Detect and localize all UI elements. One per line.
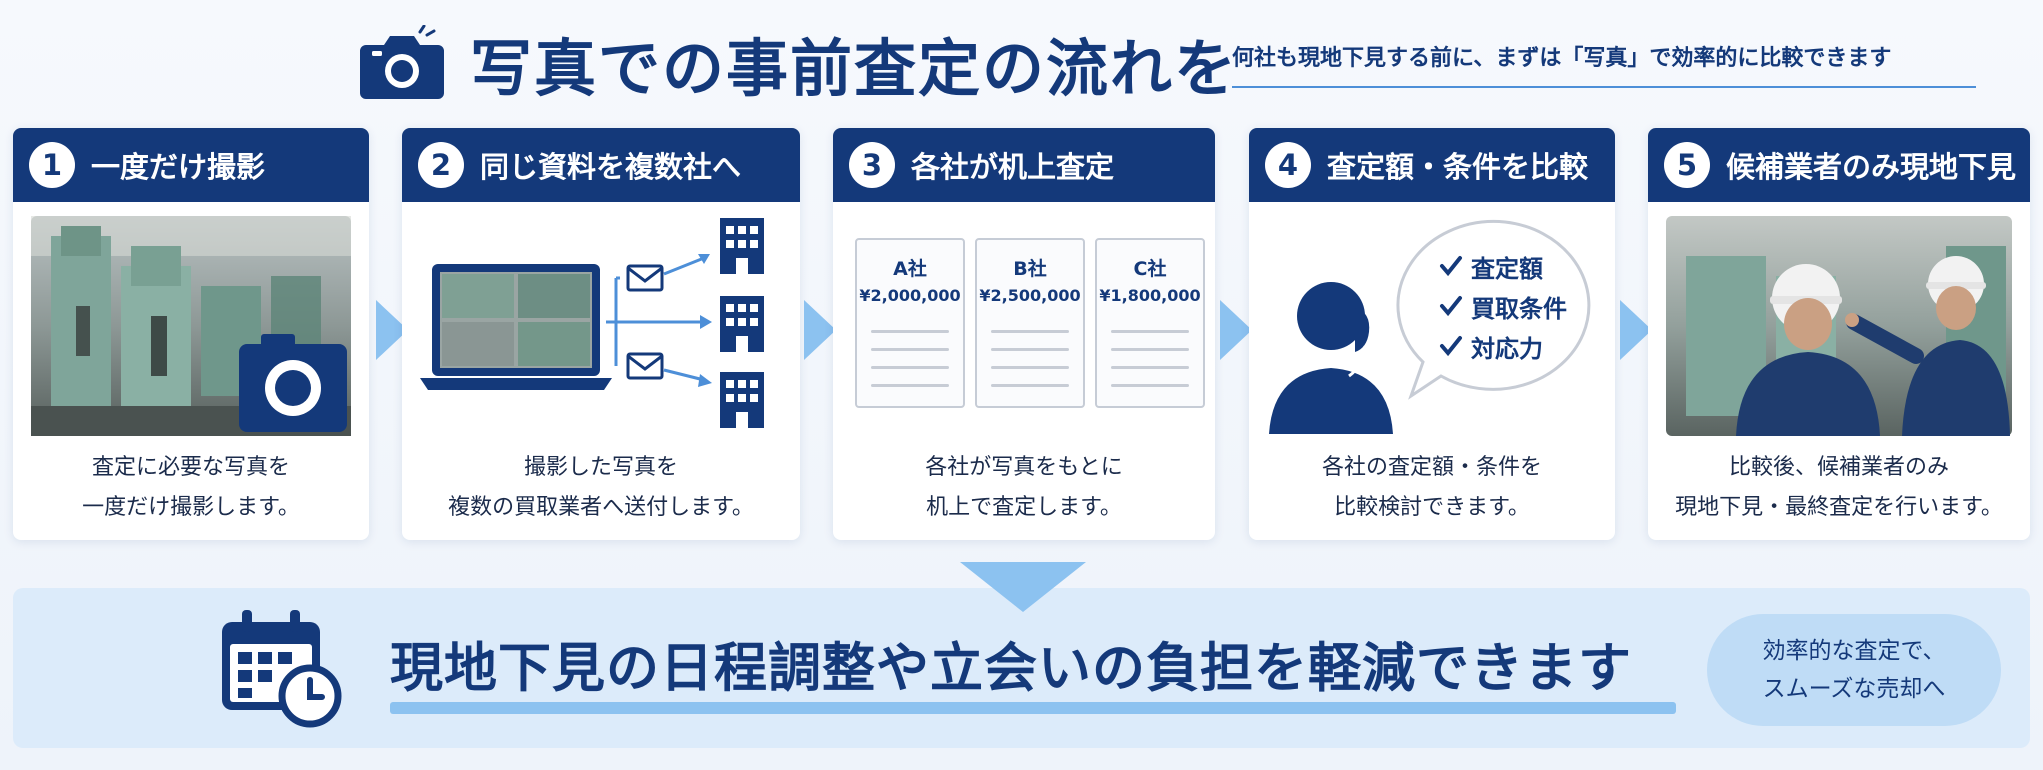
compare-illustration: 査定額 買取条件 対応力 <box>1267 216 1597 436</box>
building-icon <box>720 296 764 352</box>
step-description-line: 査定に必要な写真を <box>91 455 290 480</box>
checklist-label: 対応力 <box>1471 334 1543 363</box>
quote-company: B社 <box>1013 258 1047 280</box>
laptop-icon <box>420 264 612 390</box>
step-number: 3 <box>849 142 895 188</box>
quote-amount: ¥2,500,000 <box>979 286 1081 305</box>
step-title: 一度だけ撮影 <box>91 150 266 184</box>
step-description: 撮影した写真を 複数の買取業者へ送付します。 <box>402 448 800 528</box>
building-icon <box>720 218 764 274</box>
step-description: 各社が写真をもとに 机上で査定します。 <box>833 448 1215 528</box>
quote-sheets: A社 ¥2,000,000 B社 ¥2,500,000 C社 ¥1,800,00… <box>851 216 1205 436</box>
arrow-right-icon <box>804 300 836 360</box>
step-description-line: 比較後、候補業者のみ <box>1728 455 1949 480</box>
camera-icon <box>360 25 444 99</box>
quote-company: A社 <box>893 258 927 280</box>
check-icon <box>1440 256 1462 277</box>
step-title: 各社が机上査定 <box>911 150 1115 184</box>
checklist-item: 査定額 <box>1439 246 1567 286</box>
step-description-line: 各社の査定額・条件を <box>1321 455 1542 480</box>
checklist-label: 査定額 <box>1471 254 1543 283</box>
benefit-badge-line: スムーズな売却へ <box>1762 676 1946 702</box>
step-number: 2 <box>418 142 464 188</box>
quote-amount: ¥2,000,000 <box>859 286 961 305</box>
factory-photo-illustration <box>31 216 351 436</box>
benefit-headline: 現地下見の日程調整や立会いの負担を軽減できます <box>390 638 1632 699</box>
step-description: 査定に必要な写真を 一度だけ撮影します。 <box>13 448 369 528</box>
step-description: 比較後、候補業者のみ 現地下見・最終査定を行います。 <box>1648 448 2030 528</box>
step-card-3: 3 各社が机上査定 A社 ¥2,000,000 B社 ¥2,500,000 C社… <box>833 128 1215 540</box>
step-description-line: 比較検討できます。 <box>1334 495 1530 520</box>
page-header: 写真での事前査定の流れを <box>360 18 1238 108</box>
step-description-line: 撮影した写真を <box>523 455 678 480</box>
checklist: 査定額 買取条件 対応力 <box>1439 246 1567 366</box>
benefit-panel <box>13 588 2030 748</box>
check-icon <box>1440 296 1462 317</box>
page-subtitle: 何社も現地下見する前に、まずは「写真」で効率的に比較できます <box>1232 46 1892 71</box>
step-card-1: 1 一度だけ撮影 査定に必要な写真を <box>13 128 369 540</box>
step-card-2: 2 同じ資料を複数社へ <box>402 128 800 540</box>
step-description-line: 現地下見・最終査定を行います。 <box>1675 495 2003 520</box>
factory-photo <box>31 216 351 436</box>
page-subtitle-block: 何社も現地下見する前に、まずは「写真」で効率的に比較できます <box>1232 40 1976 88</box>
step-number: 5 <box>1664 142 1710 188</box>
quote-sheet: C社 ¥1,800,000 <box>1095 238 1205 408</box>
step-card-4: 4 査定額・条件を比較 査定額 買取条件 対応力 <box>1249 128 1615 540</box>
step-title: 同じ資料を複数社へ <box>480 150 742 184</box>
benefit-underline <box>390 702 1676 714</box>
step-header: 5 候補業者のみ現地下見 <box>1648 128 2030 202</box>
checklist-item: 対応力 <box>1439 326 1567 366</box>
step-description-line: 机上で査定します。 <box>926 495 1122 520</box>
onsite-inspection-photo <box>1666 216 2012 436</box>
step-description-line: 一度だけ撮影します。 <box>82 495 300 520</box>
page-title: 写真での事前査定の流れを <box>470 32 1239 105</box>
quote-company: C社 <box>1133 258 1167 280</box>
step-title: 査定額・条件を比較 <box>1327 150 1589 184</box>
benefit-badge-line: 効率的な査定で、 <box>1762 638 1946 664</box>
step-card-5: 5 候補業者のみ現地下見 比較 <box>1648 128 2030 540</box>
calendar-clock-icon <box>222 610 342 728</box>
check-icon <box>1440 336 1462 357</box>
benefit-badge: 効率的な査定で、 スムーズな売却へ <box>1707 614 2001 726</box>
arrow-right-icon <box>376 300 408 360</box>
step-description-line: 各社が写真をもとに <box>925 455 1123 480</box>
step-number: 1 <box>29 142 75 188</box>
arrow-right-icon <box>1620 300 1652 360</box>
envelope-icon <box>626 352 664 380</box>
step-header: 4 査定額・条件を比較 <box>1249 128 1615 202</box>
step-description: 各社の査定額・条件を 比較検討できます。 <box>1249 448 1615 528</box>
quote-amount: ¥1,800,000 <box>1099 286 1201 305</box>
arrow-right-icon <box>1220 300 1252 360</box>
arrow-down-icon <box>960 562 1086 612</box>
building-icon <box>720 372 764 428</box>
envelope-icon <box>626 264 664 292</box>
step-header: 3 各社が机上査定 <box>833 128 1215 202</box>
workers-photo-illustration <box>1666 216 2012 436</box>
send-illustration <box>420 218 764 428</box>
send-to-companies-illustration <box>420 216 782 436</box>
quote-sheet: A社 ¥2,000,000 <box>855 238 965 408</box>
step-description-line: 複数の買取業者へ送付します。 <box>448 495 754 520</box>
checklist-label: 買取条件 <box>1471 294 1567 323</box>
step-title: 候補業者のみ現地下見 <box>1726 150 2017 184</box>
step-header: 2 同じ資料を複数社へ <box>402 128 800 202</box>
step-header: 1 一度だけ撮影 <box>13 128 369 202</box>
quote-sheet: B社 ¥2,500,000 <box>975 238 1085 408</box>
step-number: 4 <box>1265 142 1311 188</box>
checklist-item: 買取条件 <box>1439 286 1567 326</box>
